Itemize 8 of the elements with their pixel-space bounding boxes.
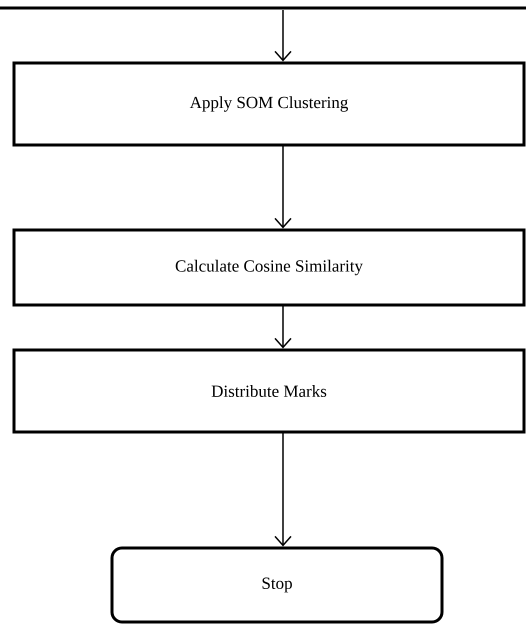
- arrow: [274, 434, 292, 546]
- arrow: [274, 10, 292, 62]
- process-box: Distribute Marks: [12, 348, 526, 434]
- process-box: Apply SOM Clustering: [12, 62, 526, 146]
- arrow: [274, 146, 292, 228]
- process-box: Calculate Cosine Similarity: [12, 228, 526, 306]
- arrow: [274, 306, 292, 348]
- terminal-box: Stop: [110, 546, 444, 624]
